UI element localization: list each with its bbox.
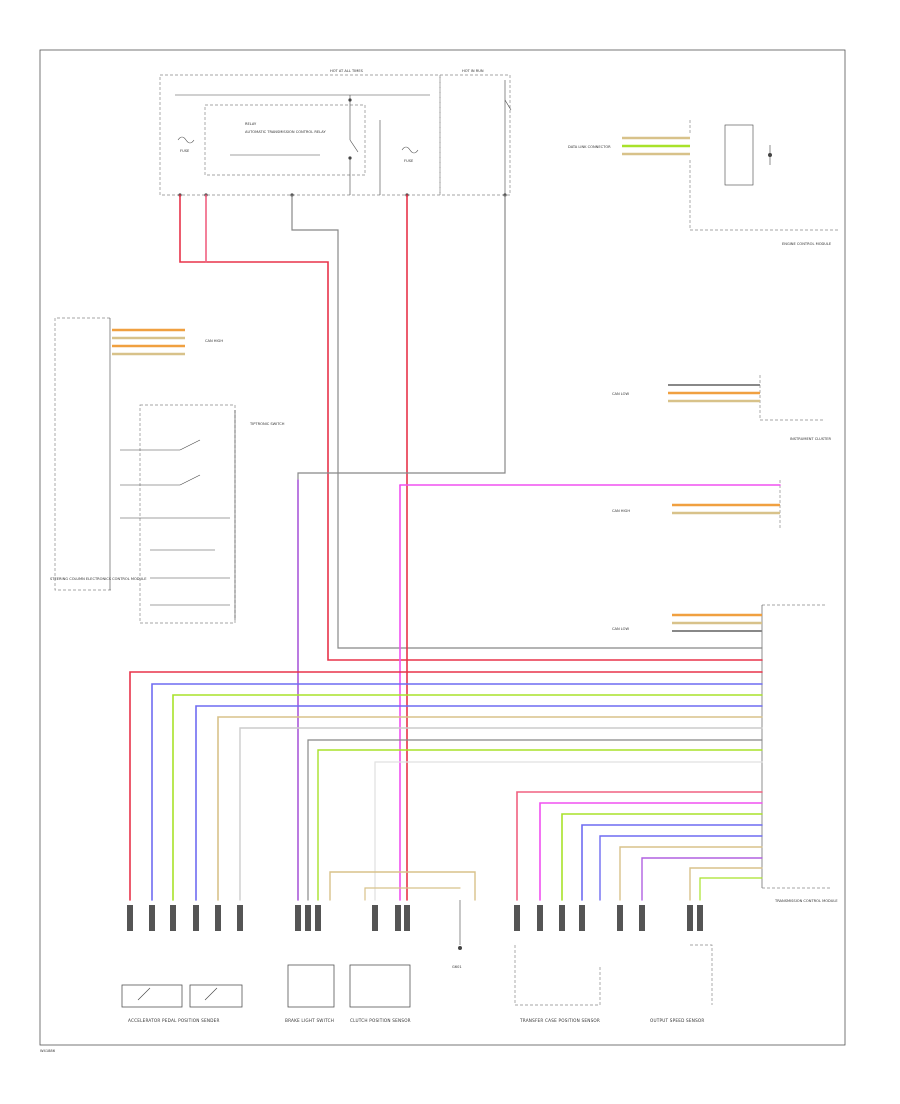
brake-label: BRAKE LIGHT SWITCH — [285, 1018, 334, 1023]
outer-frame — [39, 49, 846, 1046]
tcm-label: TRANSMISSION CONTROL MODULE — [774, 899, 838, 903]
transmission-control-module: TRANSMISSION CONTROL MODULE CAN LOW — [612, 604, 838, 903]
engine-control-module: ENGINE CONTROL MODULE DATA LINK CONNECTO… — [568, 120, 840, 246]
clutch-position-sensor: CLUTCH POSITION SENSOR — [349, 964, 411, 1023]
ground-label: G601 — [452, 965, 462, 969]
ic-can-label: CAN LOW — [612, 392, 630, 396]
speed-label: OUTPUT SPEED SENSOR — [650, 1018, 705, 1023]
ecm-label: ENGINE CONTROL MODULE — [782, 242, 832, 246]
fuse-box-outline — [159, 74, 441, 196]
hot-label-right: HOT IN RUN — [462, 69, 484, 73]
transfer-case-sensor: TRANSFER CASE POSITION SENSOR — [514, 945, 601, 1023]
abs-module: CAN HIGH — [612, 480, 781, 528]
ground-icon: G601 — [452, 900, 462, 969]
tcm-can-label: CAN LOW — [612, 627, 630, 631]
steering-column-module: CAN HIGH STEERING COLUMN ELECTRONICS CON… — [50, 317, 223, 591]
ecm-can-label: DATA LINK CONNECTOR — [568, 145, 611, 149]
accel-pedal-sender: ACCELERATOR PEDAL POSITION SENDER — [121, 984, 243, 1023]
fuse-a-icon — [177, 136, 195, 144]
fuse-b-label: FUSE — [404, 159, 414, 163]
hot-label-left: HOT AT ALL TIMES — [330, 69, 364, 73]
output-speed-sensor: OUTPUT SPEED SENSOR — [650, 944, 713, 1023]
wire-runs — [129, 194, 781, 901]
fuse-box-right-outline — [439, 74, 511, 196]
tiptronic-switch: TIPTRONIC SWITCH — [120, 404, 285, 624]
scm-can-label: CAN HIGH — [205, 339, 223, 343]
transfer-label: TRANSFER CASE POSITION SENSOR — [519, 1018, 600, 1023]
ic-label: INSTRUMENT CLUSTER — [790, 437, 831, 441]
relay-label: RELAY — [245, 122, 257, 126]
fuse-a-label: FUSE — [180, 149, 190, 153]
accel-label: ACCELERATOR PEDAL POSITION SENDER — [128, 1018, 220, 1023]
tiptronic-label: TIPTRONIC SWITCH — [249, 422, 285, 426]
relay-desc: AUTOMATIC TRANSMISSION CONTROL RELAY — [245, 130, 326, 134]
power-distribution: HOT AT ALL TIMES HOT IN RUN RELAY AUTOMA… — [159, 69, 512, 197]
instrument-cluster: CAN LOW INSTRUMENT CLUSTER — [612, 375, 831, 441]
fuse-b-icon — [401, 146, 419, 154]
brake-light-switch: BRAKE LIGHT SWITCH — [285, 964, 335, 1023]
bottom-connector-pins — [127, 905, 703, 931]
clutch-label: CLUTCH POSITION SENSOR — [350, 1018, 411, 1023]
relay-outline — [204, 104, 366, 176]
scm-label: STEERING COLUMN ELECTRONICS CONTROL MODU… — [50, 577, 147, 581]
footer-code: W41886 — [40, 1049, 56, 1053]
abs-can-label: CAN HIGH — [612, 509, 630, 513]
